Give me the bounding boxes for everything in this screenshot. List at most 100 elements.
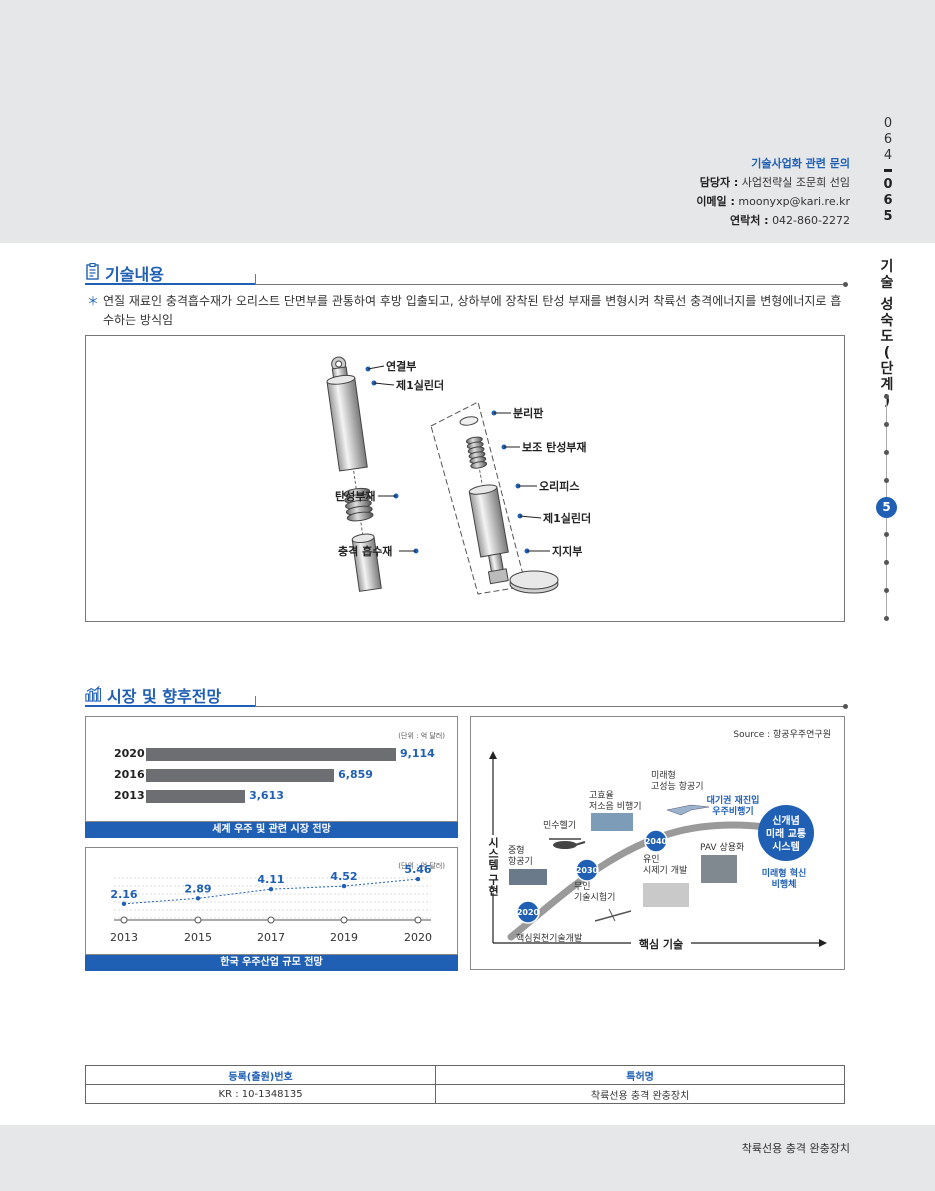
pav-photo xyxy=(701,855,737,883)
side-nav-step-1[interactable] xyxy=(884,394,889,399)
tech-figure: 연결부 제1실린더 분리판 보조 탄성부재 오리피스 제1실린더 지지부 탄성부… xyxy=(85,335,845,622)
table-header-row: 등록(출원)번호 특허명 xyxy=(84,1065,845,1085)
side-nav-step-9[interactable] xyxy=(884,616,889,621)
label-future-1: 미래형 xyxy=(651,770,676,781)
contact-manager: 담당자 : 사업전략실 조문희 선임 xyxy=(699,176,850,189)
side-char: 술 xyxy=(880,275,894,291)
side-nav-step-6[interactable] xyxy=(884,532,889,537)
x-tick-label: 2017 xyxy=(257,931,285,944)
x-tick-marker xyxy=(340,916,348,924)
section-underline xyxy=(85,705,255,707)
section-rule xyxy=(255,706,845,707)
left-assembly xyxy=(326,356,382,592)
market-section-title: 시장 및 향후전망 xyxy=(107,687,222,706)
contact-block: 기술사업화 관련 문의 담당자 : 사업전략실 조문희 선임 이메일 : moo… xyxy=(696,154,850,230)
label-mid-aircraft-2: 항공기 xyxy=(508,856,533,867)
milestone-2020: 2020 xyxy=(517,908,540,917)
figure-labels: 연결부 제1실린더 분리판 보조 탄성부재 오리피스 제1실린더 지지부 탄성부… xyxy=(335,359,591,558)
label-high-eff-1: 고효율 xyxy=(589,790,614,801)
new-concept-label-3: 시스템 xyxy=(772,841,800,853)
damper-diagram: 연결부 제1실린더 분리판 보조 탄성부재 오리피스 제1실린더 지지부 탄성부… xyxy=(326,356,591,595)
label-high-eff-2: 저소음 비행기 xyxy=(589,800,642,812)
data-label-2019: 4.52 xyxy=(330,870,357,883)
x-tick-marker xyxy=(120,916,128,924)
page-digit: 5 xyxy=(883,209,893,224)
roadmap-svg: Source : 항공우주연구원 시스템 구현 핵심 기술 2020 2030 … xyxy=(483,729,831,951)
label-future-2: 고성능 항공기 xyxy=(651,781,704,792)
side-char: 성 xyxy=(880,297,894,313)
side-char: 단 xyxy=(880,361,894,377)
x-tick-marker xyxy=(194,916,202,924)
side-nav-title: 기 술 성 숙 도 ( 단 계 ) xyxy=(876,259,898,409)
side-nav-step-2[interactable] xyxy=(884,422,889,427)
bar-year-label: 2013 xyxy=(114,789,145,802)
label-core-tech: 핵심원천기술개발 xyxy=(516,932,582,944)
chart-unit: (단위 : 억 달러) xyxy=(398,862,445,870)
contact-title: 기술사업화 관련 문의 xyxy=(751,157,850,170)
section-rule-end xyxy=(843,282,848,287)
contact-email: 이메일 : moonyxp@kari.re.kr xyxy=(696,195,850,208)
section-divider-tick xyxy=(255,696,256,706)
label-elastic: 탄성부재 xyxy=(335,489,375,503)
milestone-2040: 2040 xyxy=(645,837,668,846)
data-point-2017 xyxy=(268,886,274,892)
patent-table: 등록(출원)번호 특허명 KR : 10-1348135 착륙선용 충격 완충장… xyxy=(84,1065,845,1104)
page-digit: 0 xyxy=(883,116,893,131)
header-reg-number: 등록(출원)번호 xyxy=(84,1065,437,1085)
side-char: ( xyxy=(883,345,891,361)
tech-section-title: 기술내용 xyxy=(105,265,164,284)
bar-year-label: 2020 xyxy=(114,747,145,760)
bar-chart-icon xyxy=(85,686,101,702)
x-axis-label: 핵심 기술 xyxy=(639,937,683,951)
side-char: 숙 xyxy=(880,313,894,329)
side-char: 기 xyxy=(880,259,894,275)
x-tick-label: 2015 xyxy=(184,931,212,944)
uav-icon xyxy=(594,908,632,922)
x-tick-marker xyxy=(267,916,275,924)
page-digit: 4 xyxy=(883,148,893,163)
bar-2016 xyxy=(146,769,335,782)
bar-value-label: 3,613 xyxy=(249,789,284,802)
global-chart-caption: 세계 우주 및 관련 시장 전망 xyxy=(85,822,458,838)
bar-2013 xyxy=(146,790,246,803)
side-nav-step-7[interactable] xyxy=(884,560,889,565)
side-nav-step-3[interactable] xyxy=(884,450,889,455)
side-nav-step-active[interactable]: 5 xyxy=(876,497,897,518)
section-underline xyxy=(85,283,255,285)
label-innov-1: 미래형 혁신 xyxy=(762,867,807,879)
data-point-2020 xyxy=(415,876,421,882)
data-label-2017: 4.11 xyxy=(257,873,284,886)
new-concept-label-1: 신개념 xyxy=(772,814,800,827)
new-concept-label-2: 미래 교통 xyxy=(766,827,806,840)
page-dash xyxy=(884,169,892,172)
label-separator: 분리판 xyxy=(513,406,543,420)
label-manned-2: 시제기 개발 xyxy=(643,865,687,876)
side-char: 계 xyxy=(880,377,894,393)
cell-reg-number: KR : 10-1348135 xyxy=(84,1084,437,1104)
label-connector: 연결부 xyxy=(386,359,416,373)
label-manned-1: 유인 xyxy=(643,854,660,865)
side-nav-step-8[interactable] xyxy=(884,588,889,593)
page-digit: 0 xyxy=(883,177,893,192)
manned-photo xyxy=(643,883,689,907)
label-unmanned-1: 무인 xyxy=(574,881,591,892)
label-civil-heli: 민수헬기 xyxy=(543,820,576,831)
contact-phone: 연락처 : 042-860-2272 xyxy=(729,214,850,227)
label-reentry-1: 대기권 재진입 xyxy=(707,794,760,806)
data-point-2015 xyxy=(195,896,201,901)
label-reentry-2: 우주비행기 xyxy=(712,805,753,817)
y-axis-label: 시스템 구현 xyxy=(487,837,500,896)
section-divider-tick xyxy=(255,274,256,284)
footer-title: 착륙선용 충격 완충장치 xyxy=(741,1142,850,1155)
x-tick-label: 2020 xyxy=(404,931,432,944)
milestone-2030: 2030 xyxy=(576,866,599,875)
mid-aircraft-photo xyxy=(509,869,547,885)
x-tick-label: 2019 xyxy=(330,931,358,944)
side-nav-step-4[interactable] xyxy=(884,478,889,483)
header-patent-name: 특허명 xyxy=(435,1065,845,1085)
side-char: 도 xyxy=(880,329,894,345)
page-digit: 6 xyxy=(883,132,893,147)
